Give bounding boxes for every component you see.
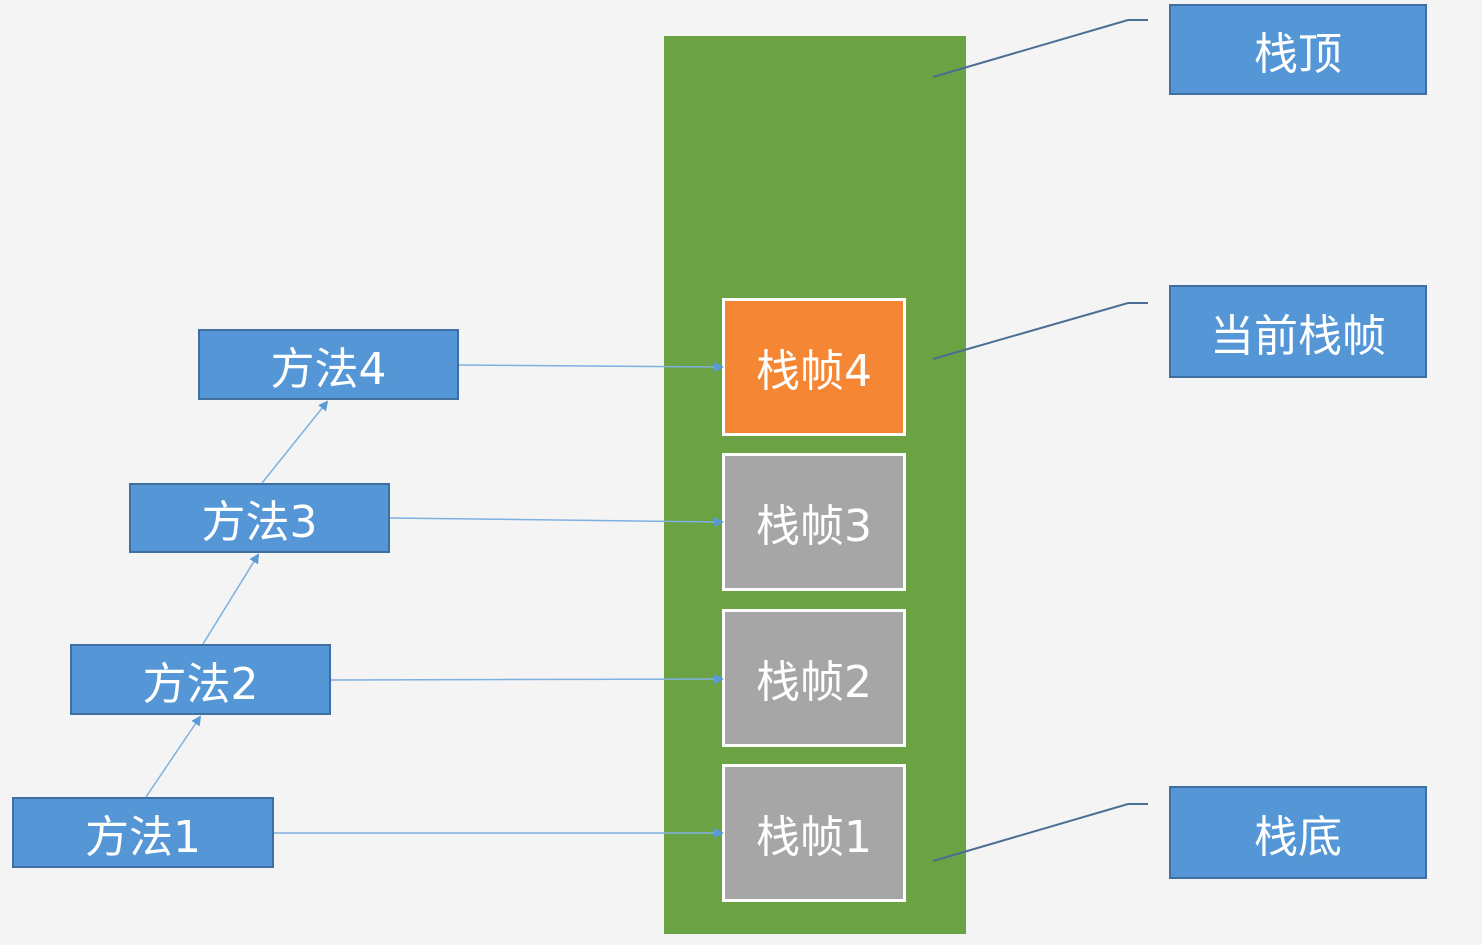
method-2-label: 方法2 (142, 658, 259, 710)
method-2-box: 方法2 (70, 644, 331, 715)
stack-frame-3: 栈帧3 (722, 453, 906, 591)
stack-frame-4: 栈帧4 (722, 298, 906, 436)
current-frame-label: 当前栈帧 (1210, 310, 1386, 362)
stack-top-label: 栈顶 (1254, 28, 1342, 80)
stack-bottom-label: 栈底 (1254, 811, 1342, 863)
method-3-box: 方法3 (129, 483, 390, 553)
method-1-label: 方法1 (85, 811, 201, 863)
stack-frame-3-label: 栈帧3 (756, 501, 872, 552)
stack-frame-4-label: 栈帧4 (756, 346, 872, 397)
stack-frame-2: 栈帧2 (722, 609, 906, 747)
stack-bottom-label-box: 栈底 (1169, 786, 1427, 879)
method-4-label: 方法4 (270, 343, 387, 395)
arrow-method1-to-method2 (145, 715, 202, 798)
stack-frame-1: 栈帧1 (722, 764, 906, 902)
stack-frame-1-label: 栈帧1 (756, 812, 872, 863)
stack-top-label-box: 栈顶 (1169, 4, 1427, 95)
arrow-method3-to-method4 (261, 400, 329, 484)
method-4-box: 方法4 (198, 329, 459, 400)
method-1-box: 方法1 (12, 797, 274, 868)
arrow-method2-to-method3 (202, 553, 260, 645)
current-frame-label-box: 当前栈帧 (1169, 285, 1427, 378)
method-3-label: 方法3 (201, 497, 318, 548)
stack-frame-2-label: 栈帧2 (756, 657, 872, 708)
